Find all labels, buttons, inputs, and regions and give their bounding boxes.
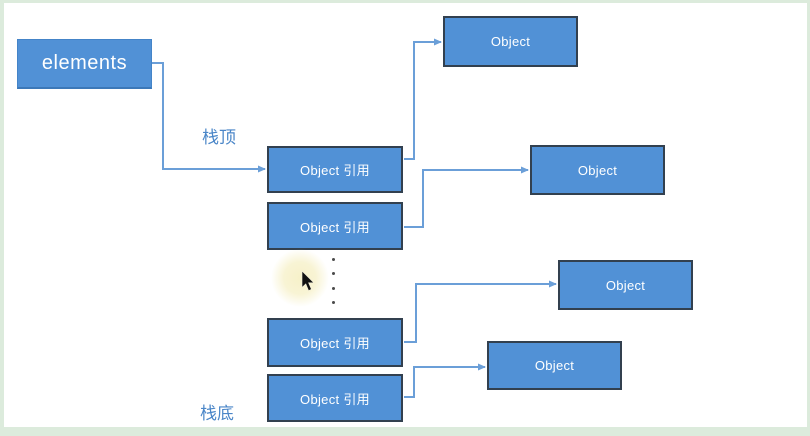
elements-box: elements bbox=[17, 39, 152, 89]
stack-ref-box-2: Object 引用 bbox=[267, 202, 403, 250]
object-box-3-label: Object bbox=[605, 277, 646, 293]
ellipsis-dot bbox=[332, 301, 335, 304]
object-box-4: Object bbox=[487, 341, 622, 390]
stack-bottom-label: 栈底 bbox=[200, 404, 234, 423]
stack-top-label: 栈顶 bbox=[202, 128, 236, 147]
object-box-2: Object bbox=[530, 145, 665, 195]
connector-ref4-to-object4 bbox=[404, 363, 486, 398]
stack-ref-box-1-label: Object 引用 bbox=[300, 163, 370, 178]
arrow-pointer-icon bbox=[301, 271, 315, 292]
elements-box-label: elements bbox=[41, 52, 128, 74]
connector-elements-to-ref1 bbox=[152, 62, 266, 173]
object-box-2-label: Object bbox=[577, 162, 618, 178]
stack-ref-box-3-label: Object 引用 bbox=[300, 336, 370, 351]
stack-ref-box-4-label: Object 引用 bbox=[300, 391, 370, 407]
stack-ref-box-2-label: Object 引用 bbox=[300, 219, 370, 235]
stack-ref-box-1: Object 引用 bbox=[267, 146, 403, 193]
connector-ref2-to-object2 bbox=[404, 166, 529, 228]
stack-ref-box-3: Object 引用 bbox=[267, 318, 403, 367]
ellipsis-dot bbox=[332, 258, 335, 261]
object-box-1: Object bbox=[443, 16, 578, 67]
ellipsis-dot bbox=[332, 287, 335, 290]
object-box-1-label: Object bbox=[490, 34, 531, 49]
object-box-4-label: Object bbox=[534, 358, 575, 373]
object-box-3: Object bbox=[558, 260, 693, 310]
stack-ref-box-4: Object 引用 bbox=[267, 374, 403, 422]
connector-ref1-to-object1 bbox=[404, 38, 442, 160]
connector-ref3-to-object3 bbox=[404, 280, 557, 343]
ellipsis-dot bbox=[332, 272, 335, 275]
